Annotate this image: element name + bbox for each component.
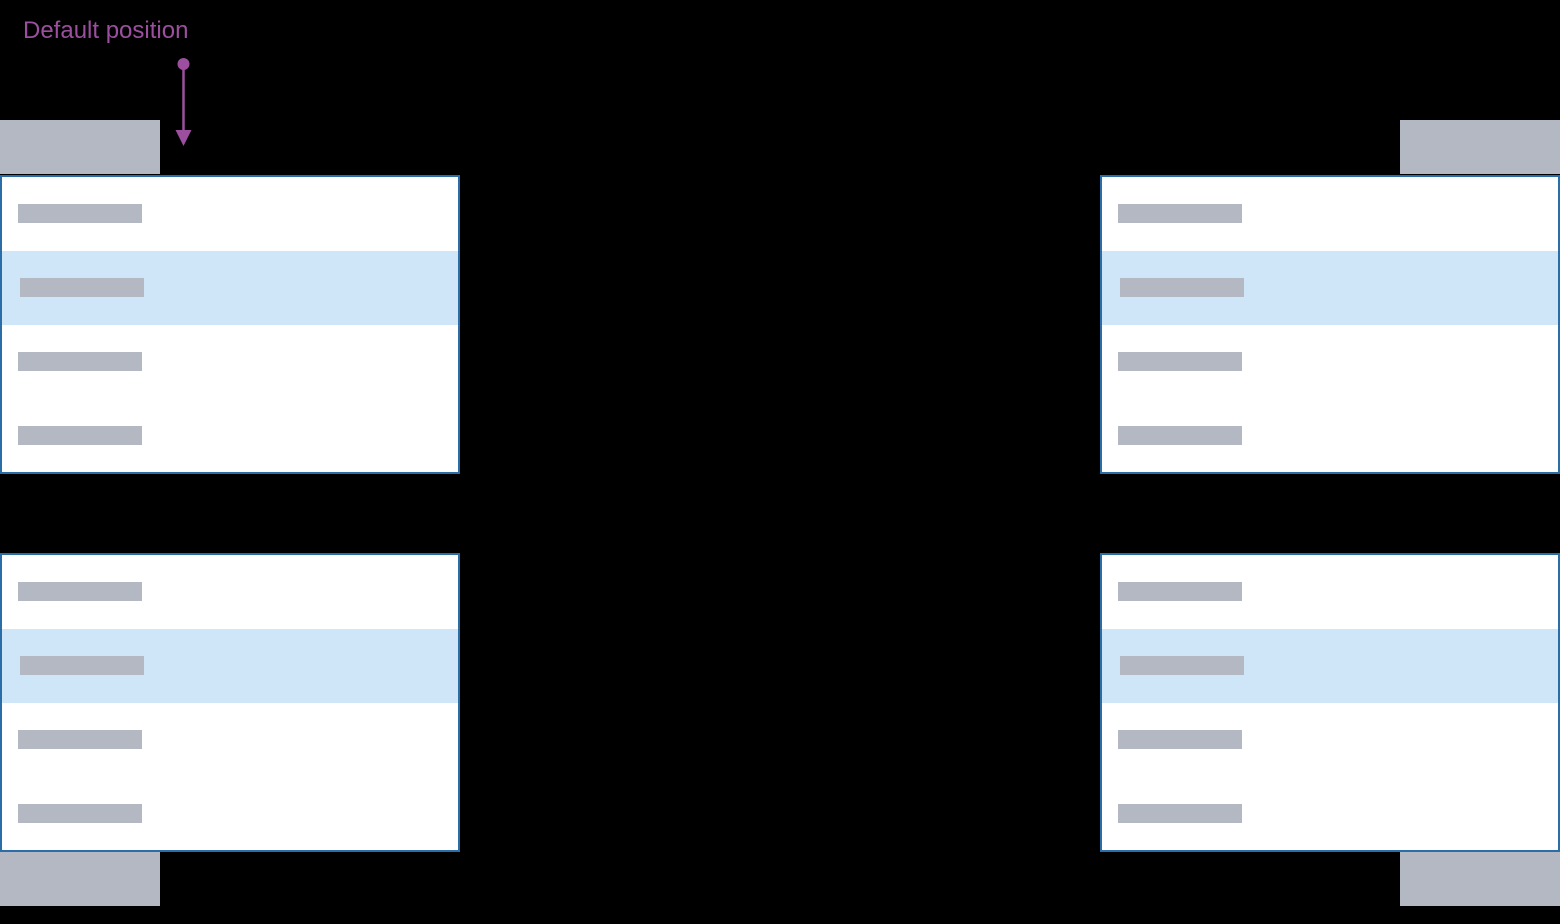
menu-item[interactable] [1102,776,1558,850]
menu-item-placeholder-text [18,204,142,224]
menu-item[interactable] [2,703,458,777]
menu-item-highlighted[interactable] [2,250,458,325]
menu-item-placeholder-text [18,729,142,749]
menu-item-highlighted[interactable] [1102,250,1558,325]
menu-item-placeholder-text [20,656,144,676]
dropdown-menu-bottom-right [1100,553,1560,852]
menu-item-highlighted[interactable] [2,628,458,703]
menu-item-placeholder-text [1118,425,1242,445]
annotation-label: Default position [23,17,189,44]
menu-item-placeholder-text [18,351,142,371]
menu-item-placeholder-text [1118,803,1242,823]
dropdown-trigger-top-right[interactable] [1400,120,1560,174]
menu-item-highlighted[interactable] [1102,628,1558,703]
menu-item[interactable] [2,325,458,399]
menu-item[interactable] [2,398,458,472]
dropdown-trigger-bottom-left[interactable] [0,852,160,906]
menu-item[interactable] [1102,703,1558,777]
menu-item-placeholder-text [1118,351,1242,371]
menu-item-placeholder-text [18,582,142,602]
menu-item-placeholder-text [18,803,142,823]
dropdown-trigger-bottom-right[interactable] [1400,852,1560,906]
menu-item-placeholder-text [20,278,144,298]
menu-item[interactable] [2,555,458,629]
dropdown-menu-bottom-left [0,553,460,852]
menu-item[interactable] [1102,177,1558,251]
dropdown-menu-top-right [1100,175,1560,474]
dropdown-trigger-top-left[interactable] [0,120,160,174]
arrow-down-icon [175,58,192,146]
menu-item-placeholder-text [1120,278,1244,298]
menu-item-placeholder-text [1118,204,1242,224]
menu-item[interactable] [1102,555,1558,629]
menu-item[interactable] [1102,398,1558,472]
menu-item[interactable] [2,177,458,251]
menu-item-placeholder-text [1118,582,1242,602]
menu-item-placeholder-text [1120,656,1244,676]
menu-item-placeholder-text [1118,729,1242,749]
menu-item-placeholder-text [18,425,142,445]
menu-item[interactable] [2,776,458,850]
dropdown-menu-top-left [0,175,460,474]
menu-item[interactable] [1102,325,1558,399]
